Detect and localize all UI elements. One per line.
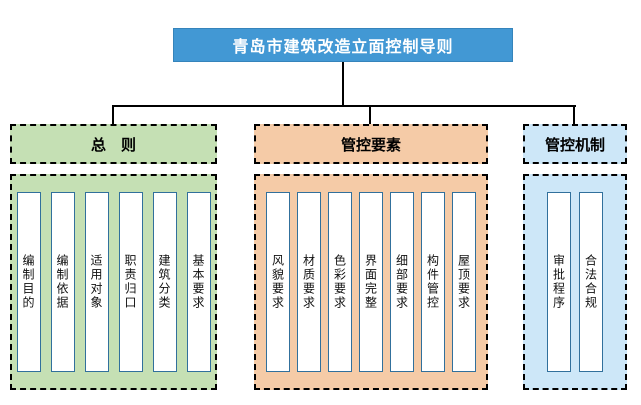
connector-horizontal — [112, 105, 576, 107]
root-title-label: 青岛市建筑改造立面控制导则 — [232, 39, 454, 56]
branch-header-elements-label: 管控要素 — [340, 136, 401, 154]
connector-drop-general — [112, 105, 114, 125]
item-box: 界面完整 — [359, 192, 383, 372]
branch-header-general-label: 总 则 — [90, 136, 136, 154]
item-box: 适用对象 — [84, 192, 109, 372]
connector-title-drop — [342, 62, 344, 107]
branch-group-general: 编制目的 编制依据 适用对象 职责归口 建筑分类 基本要求 — [10, 174, 217, 390]
item-box: 建筑分类 — [152, 192, 177, 372]
item-label: 基本要求 — [191, 254, 205, 310]
item-box: 材质要求 — [297, 192, 321, 372]
branch-header-mechanism-label: 管控机制 — [544, 136, 605, 154]
item-label: 建筑分类 — [157, 254, 171, 310]
item-label: 合法合规 — [583, 254, 598, 310]
item-label: 审批程序 — [551, 254, 566, 310]
item-box: 审批程序 — [547, 192, 571, 372]
connector-drop-mechanism — [573, 105, 575, 125]
item-label: 构件管控 — [425, 254, 440, 310]
root-title-box: 青岛市建筑改造立面控制导则 — [173, 28, 513, 62]
branch-group-mechanism: 审批程序 合法合规 — [523, 174, 627, 390]
branch-header-general: 总 则 — [10, 124, 217, 164]
branch-group-elements: 风貌要求 材质要求 色彩要求 界面完整 细部要求 构件管控 屋顶要求 — [254, 174, 488, 390]
item-label: 职责归口 — [123, 254, 137, 310]
item-box: 职责归口 — [118, 192, 143, 372]
item-box: 合法合规 — [579, 192, 603, 372]
item-box: 风貌要求 — [266, 192, 290, 372]
branch-header-mechanism: 管控机制 — [523, 124, 627, 164]
item-label: 界面完整 — [363, 254, 378, 310]
item-label: 细部要求 — [394, 254, 409, 310]
connector-drop-elements — [369, 105, 371, 125]
item-box: 屋顶要求 — [452, 192, 476, 372]
item-label: 色彩要求 — [332, 254, 347, 310]
item-label: 材质要求 — [301, 254, 316, 310]
item-box: 基本要求 — [186, 192, 211, 372]
item-box: 编制目的 — [16, 192, 41, 372]
item-label: 编制目的 — [21, 254, 35, 310]
item-label: 编制依据 — [55, 254, 69, 310]
item-box: 细部要求 — [390, 192, 414, 372]
item-label: 屋顶要求 — [456, 254, 471, 310]
branch-header-elements: 管控要素 — [254, 124, 488, 164]
item-box: 色彩要求 — [328, 192, 352, 372]
item-box: 编制依据 — [50, 192, 75, 372]
item-label: 风貌要求 — [270, 254, 285, 310]
item-box: 构件管控 — [421, 192, 445, 372]
item-label: 适用对象 — [89, 254, 103, 310]
